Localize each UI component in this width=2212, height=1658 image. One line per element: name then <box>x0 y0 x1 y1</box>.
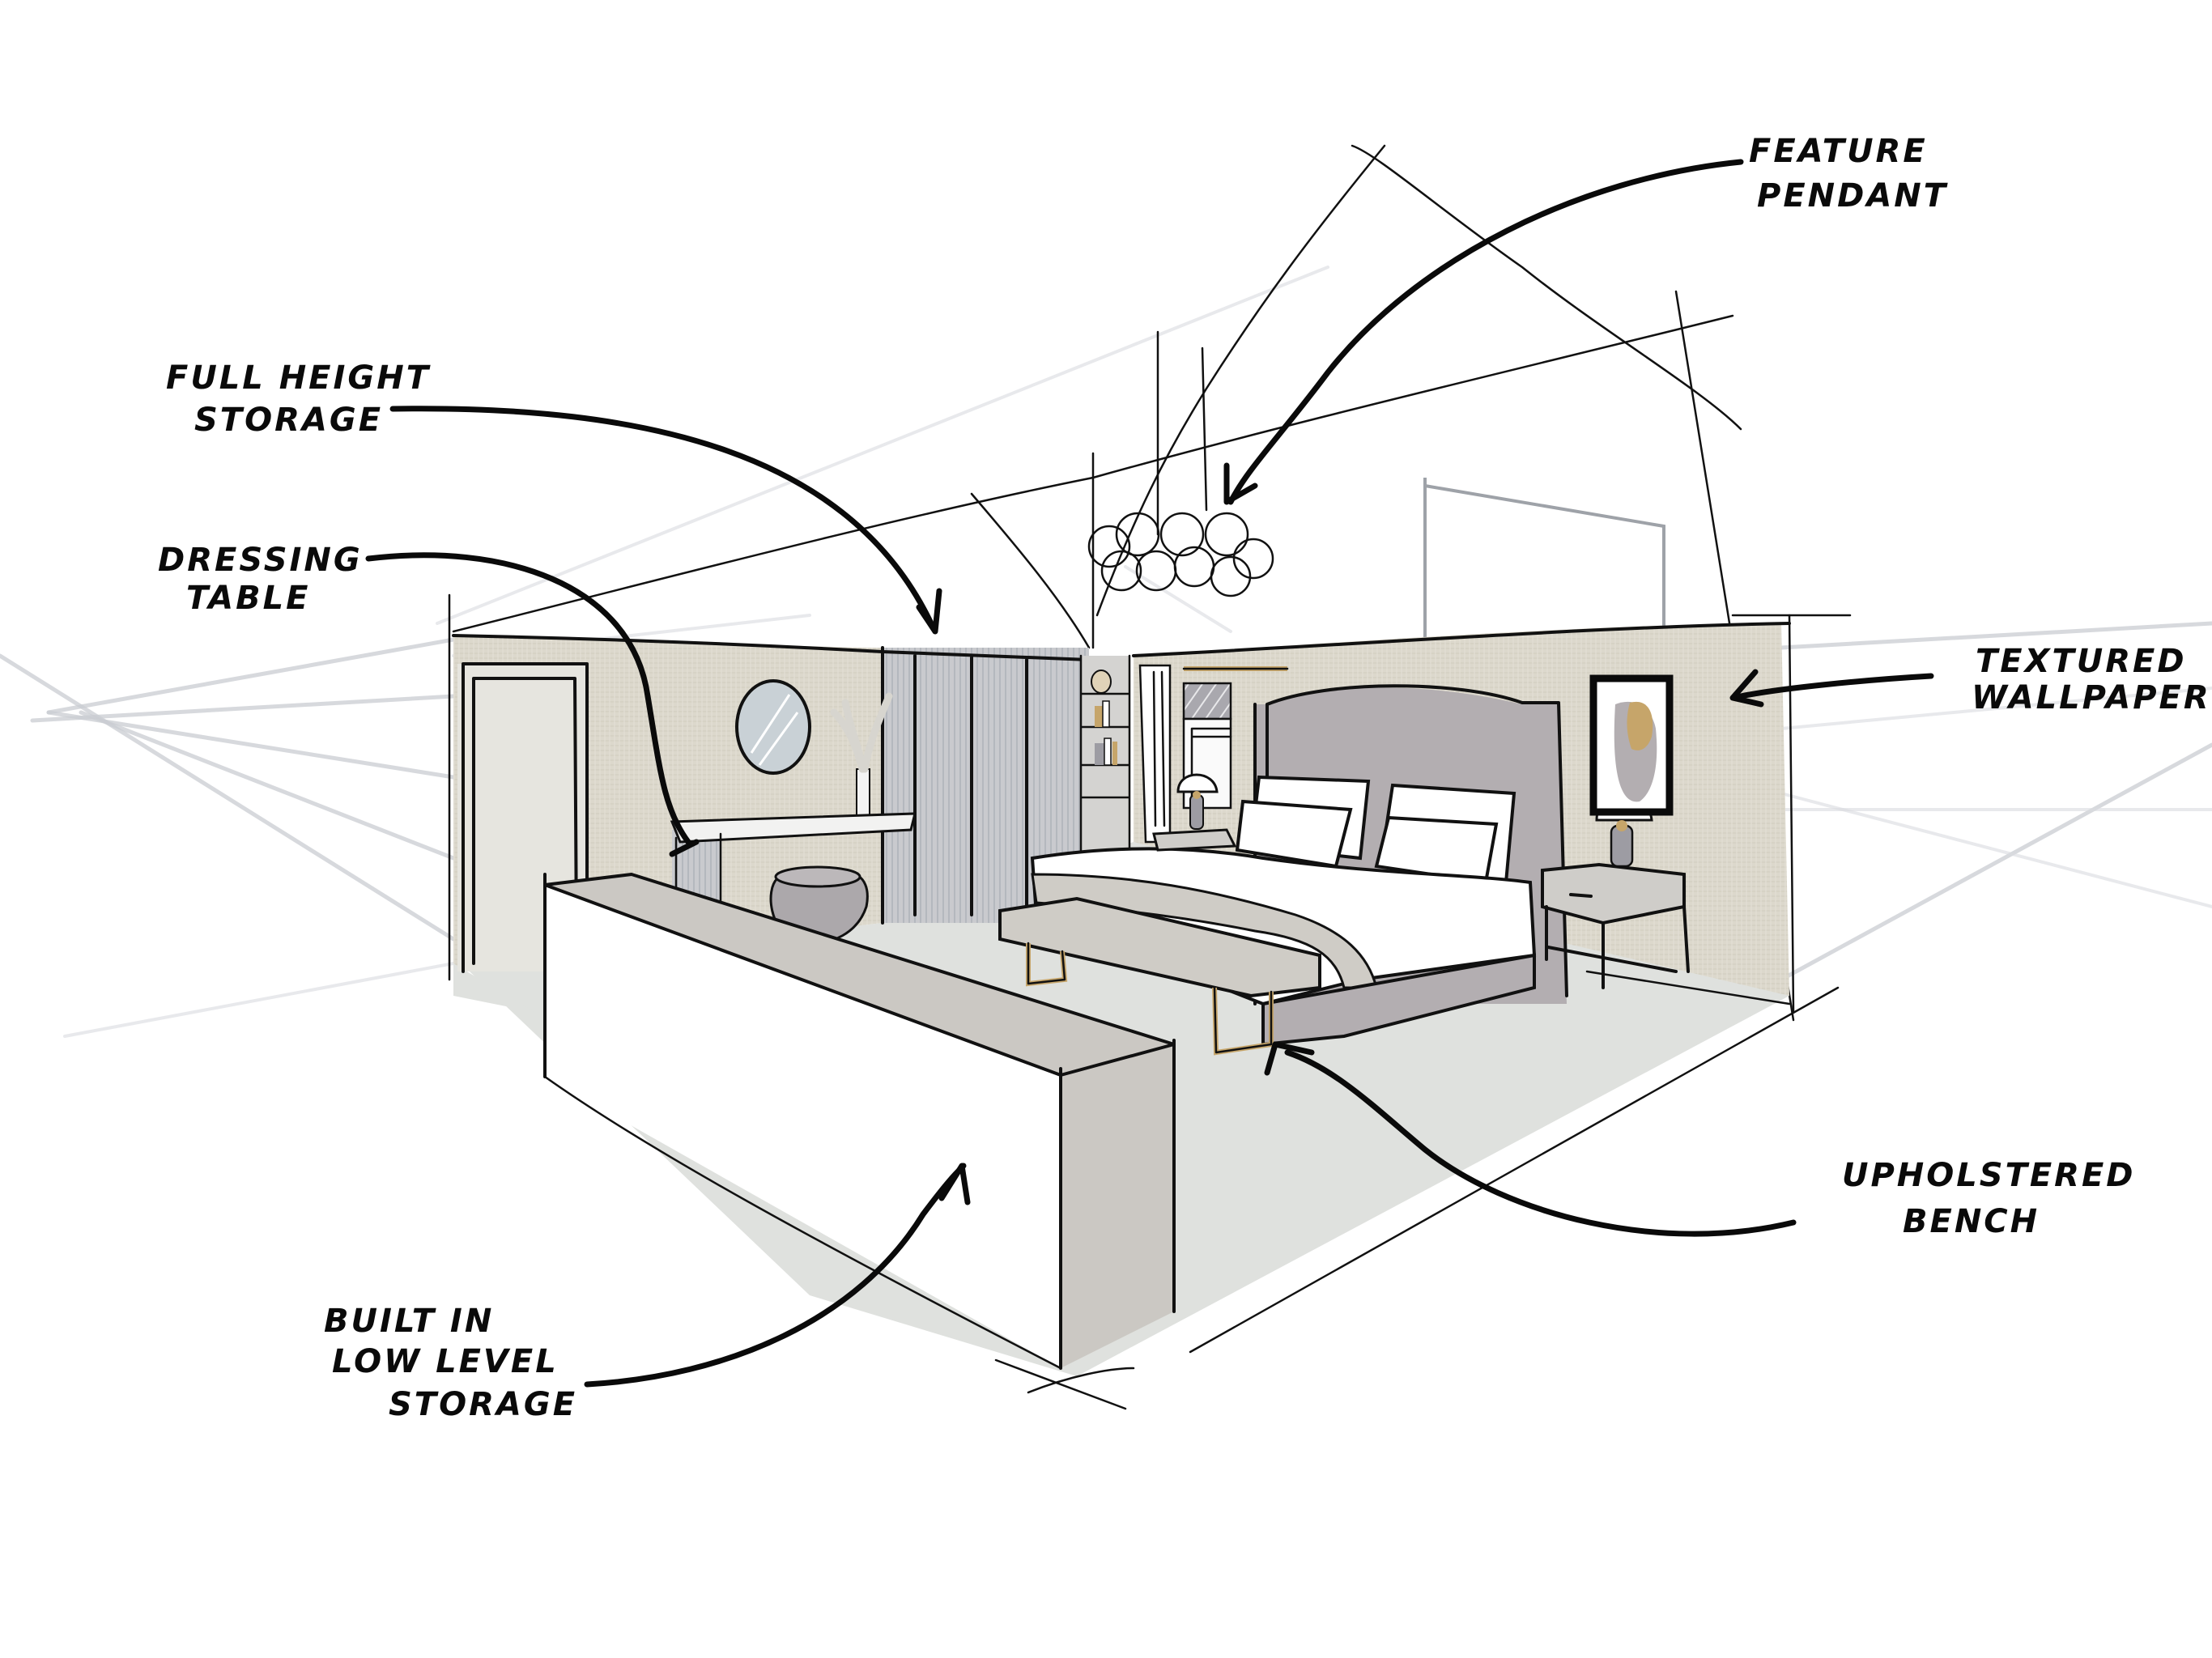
annotation-text: storage <box>194 402 383 439</box>
bookshelf <box>1079 654 1131 876</box>
dressing-table-arrowhead <box>669 839 700 857</box>
annotation-text: Built in <box>324 1303 494 1340</box>
annotation-dressing-table: Dressing table <box>158 542 363 617</box>
pendant-arrowhead <box>1223 462 1258 505</box>
annotation-text: wallpaper <box>1972 679 2211 716</box>
round-mirror <box>735 679 811 775</box>
annotation-text: Dressing <box>158 542 363 579</box>
bench-leader-arrow <box>1284 1049 1797 1237</box>
annotation-text: low level <box>332 1343 559 1380</box>
storage-arrowhead <box>916 588 942 635</box>
framed-artwork <box>1589 674 1674 816</box>
annotation-text: Full height <box>166 359 431 397</box>
dressing-table-leader-arrow <box>365 552 691 845</box>
annotation-text: storage <box>389 1386 577 1423</box>
bedside-table-left <box>1152 828 1237 852</box>
built-in-storage <box>543 873 1176 1410</box>
annotation-built-in-storage: Built in low level storage <box>324 1303 577 1423</box>
storage-low-leader-arrow <box>584 1163 967 1388</box>
bed <box>1030 847 1537 1047</box>
annotation-text: Feature <box>1749 133 1928 170</box>
storage-leader-arrow <box>389 406 934 627</box>
table-lamp-left <box>1176 773 1219 830</box>
annotation-text: table <box>186 580 310 617</box>
bench-arrowhead <box>1264 1041 1315 1076</box>
wallpaper-arrowhead <box>1729 669 1764 708</box>
pillows <box>1235 775 1516 885</box>
feature-pendant-light <box>1087 512 1274 597</box>
annotation-text: Textured <box>1976 643 2187 680</box>
annotation-textured-wallpaper: Textured wallpaper <box>1972 643 2211 716</box>
annotation-text: Upholstered <box>1842 1157 2136 1194</box>
upholstered-bench <box>998 896 1321 1056</box>
annotation-feature-pendant: Feature Pendant <box>1749 133 1948 215</box>
annotation-upholstered-bench: Upholstered Bench <box>1842 1157 2136 1240</box>
annotation-text: Bench <box>1903 1203 2040 1240</box>
pendant-leader-arrow <box>1227 159 1744 505</box>
annotation-arrows <box>365 159 1934 1388</box>
storage-low-arrowhead <box>938 1163 971 1205</box>
annotation-full-height-storage: Full height storage <box>166 359 431 439</box>
perspective-guides <box>0 266 2212 1038</box>
window-and-curtains <box>1138 664 1289 844</box>
bedside-table-right <box>1541 862 1690 989</box>
vase-with-pampas <box>830 692 893 818</box>
wallpaper-leader-arrow <box>1738 673 1934 699</box>
annotation-text: Pendant <box>1757 177 1948 215</box>
